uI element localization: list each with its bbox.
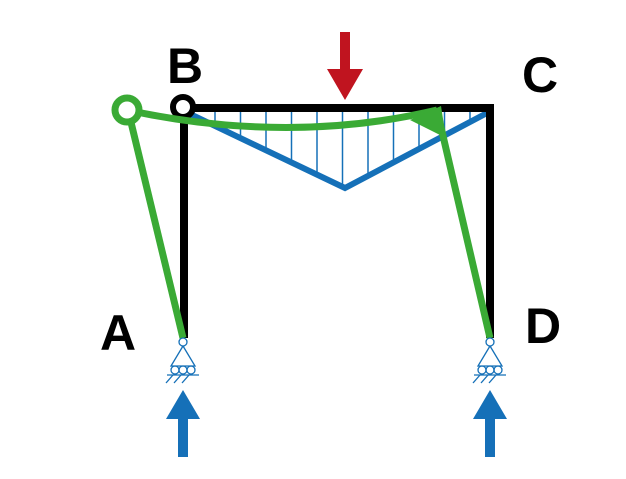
ground-hatch	[480, 374, 489, 384]
load-arrow	[327, 32, 363, 100]
hinge-b	[170, 94, 196, 120]
label-b: B	[167, 38, 203, 94]
ground-hatch	[165, 374, 174, 384]
support-triangle	[169, 345, 197, 367]
deflected-shape	[111, 94, 494, 339]
roller	[485, 365, 495, 375]
reaction-arrow-a	[166, 390, 200, 457]
reaction-arrow-d	[473, 390, 507, 457]
label-a: A	[100, 305, 136, 361]
roller	[493, 365, 503, 375]
roller	[186, 365, 196, 375]
ground-hatch	[181, 374, 190, 384]
support-triangle	[476, 345, 504, 367]
label-d: D	[525, 298, 561, 354]
deflected-column-right	[433, 109, 494, 339]
ground-hatch	[173, 374, 182, 384]
rigid-joint-marker	[410, 106, 446, 138]
moment-outline	[188, 110, 489, 192]
roller-support-d	[472, 337, 506, 384]
label-c: C	[522, 47, 558, 103]
pin-circle	[485, 337, 495, 347]
roller	[170, 365, 180, 375]
ground-hatch	[488, 374, 497, 384]
ground-hatch	[472, 374, 481, 384]
roller	[178, 365, 188, 375]
deflected-hinge	[111, 94, 143, 126]
pin-circle	[178, 337, 188, 347]
roller-support-a	[165, 337, 199, 384]
roller	[477, 365, 487, 375]
deflected-beam	[126, 106, 438, 131]
frame	[170, 94, 494, 338]
deflected-column-left	[125, 113, 187, 339]
